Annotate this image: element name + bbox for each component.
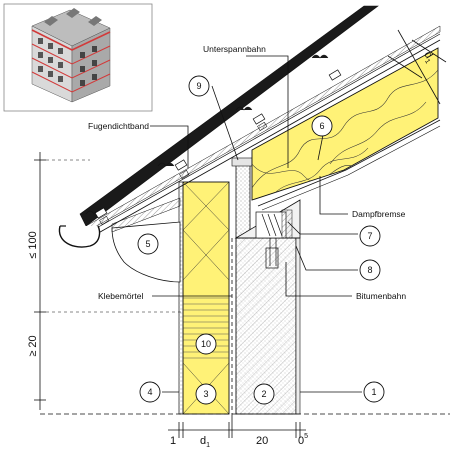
label-klebemoertel: Klebemörtel <box>98 291 143 301</box>
dim-bottom-1: 1 <box>170 435 176 447</box>
label-bitumenbahn: Bitumenbahn <box>356 291 406 301</box>
marker-10: 10 <box>195 333 217 355</box>
svg-text:6: 6 <box>319 121 324 131</box>
marker-6: 6 <box>311 115 333 137</box>
marker-2: 2 <box>253 383 275 405</box>
interior-plaster <box>295 237 301 415</box>
svg-text:5: 5 <box>145 239 150 249</box>
gutter <box>58 225 101 248</box>
svg-text:10: 10 <box>201 339 211 349</box>
dim-bottom-d: d1 <box>200 435 210 449</box>
marker-8: 8 <box>359 259 381 281</box>
svg-text:2: 2 <box>261 389 266 399</box>
dim-roof-d1: d1 <box>420 49 437 65</box>
svg-text:9: 9 <box>196 81 201 91</box>
left-dimension: ≤ 100 ≥ 20 <box>27 152 183 410</box>
marker-4: 4 <box>139 381 161 403</box>
dim-bottom-20: 20 <box>256 435 268 447</box>
dim-bottom-05: 05 <box>298 433 308 447</box>
svg-text:7: 7 <box>367 231 372 241</box>
label-dampfbremse: Dampfbremse <box>352 209 406 219</box>
svg-text:8: 8 <box>367 265 372 275</box>
dim-left-lower: ≥ 20 <box>27 335 39 356</box>
roof-layers <box>79 5 441 241</box>
roof-thickness-dimension <box>387 29 447 105</box>
marker-5: 5 <box>137 233 159 255</box>
building-thumbnail <box>3 3 153 112</box>
dim-left-upper: ≤ 100 <box>27 231 39 258</box>
bottom-dimension <box>168 414 306 438</box>
label-unterspannbahn: Unterspannbahn <box>203 44 266 54</box>
wall-plate-zone <box>235 164 251 239</box>
wall-insulation <box>178 181 230 415</box>
marker-9: 9 <box>188 75 210 97</box>
label-fugendichtband: Fugendichtband <box>88 121 149 131</box>
svg-text:4: 4 <box>147 387 152 397</box>
svg-text:3: 3 <box>203 389 208 399</box>
svg-text:1: 1 <box>371 387 376 397</box>
marker-3: 3 <box>195 383 217 405</box>
marker-1: 1 <box>363 381 385 403</box>
vapour-barrier <box>257 119 441 207</box>
marker-7: 7 <box>359 225 381 247</box>
